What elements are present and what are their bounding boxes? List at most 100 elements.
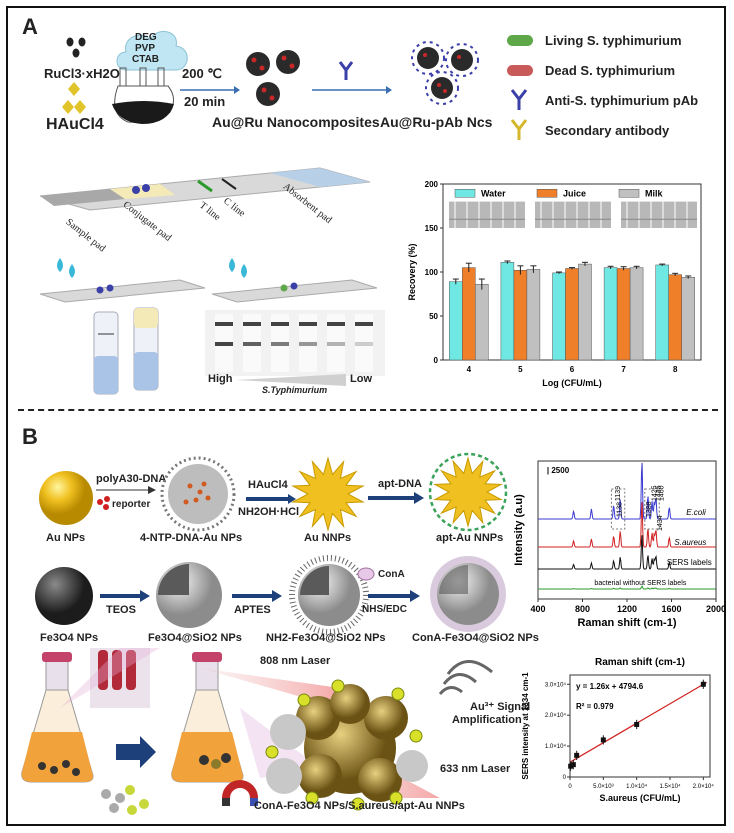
raman-series-label: SERS labels	[667, 558, 712, 567]
bar-x-axis-label: Log (CFU/mL)	[542, 378, 601, 388]
raman-peak-label: 1138	[617, 502, 624, 517]
raman-scale-bar: | 2500	[547, 466, 570, 475]
label-nh2-fe3o4: NH2-Fe3O4@SiO2 NPs	[266, 632, 386, 644]
bar-juice	[513, 269, 528, 361]
gradient-low-label: Low	[350, 373, 372, 385]
gradient-strips-image	[205, 310, 385, 376]
calib-point	[700, 681, 706, 687]
raman-x-tick-label: 800	[575, 604, 590, 614]
calib-x-tick-label: 2.0×10⁴	[693, 783, 715, 790]
secondary-antibody-icon	[510, 119, 528, 140]
raman-series-label: S.aureus	[674, 538, 706, 547]
calib-x-tick-label: 0	[568, 784, 572, 790]
calib-title: Raman shift (cm-1)	[595, 657, 685, 668]
raman-series-0	[538, 462, 716, 520]
bar-water	[603, 267, 618, 361]
ntp-dna-au-np-icon	[160, 456, 236, 532]
synthesis-arrow	[180, 86, 240, 94]
raman-series-2	[538, 535, 716, 570]
pab-legend-icon	[510, 89, 528, 110]
gradient-strip-c-line	[355, 322, 373, 326]
gradient-strip	[355, 314, 373, 372]
calib-x-tick-label: 5.0×10³	[593, 784, 614, 790]
au-ru-pab-icon	[411, 41, 479, 105]
ru-reagent-label: RuCl3·xH2O	[44, 66, 120, 81]
raman-peak-label: 1434	[657, 515, 664, 531]
bar-water	[449, 281, 463, 361]
calib-y-tick-label: 2.0×10⁴	[545, 712, 567, 719]
legend-pab: Anti-S. typhimurium pAb	[545, 93, 699, 108]
cona-fe3o4-sio2-sphere	[430, 556, 506, 632]
label-signal-line1: Au³⁺ Signal	[470, 701, 531, 713]
label-signal-line2: Amplification	[452, 714, 522, 726]
gradient-strip-t-line	[355, 342, 373, 346]
raman-peak-label: 1425	[652, 485, 659, 501]
raman-x-axis-label: Raman shift (cm-1)	[577, 617, 676, 629]
label-cona-fe3o4: ConA-Fe3O4@SiO2 NPs	[412, 632, 539, 644]
fe3o4-np-sphere	[35, 567, 93, 625]
bar-y-axis-label: Recovery (%)	[407, 243, 417, 300]
bar-juice	[565, 268, 579, 361]
gradient-high-label: High	[208, 373, 233, 385]
bar-x-tick-label: 4	[467, 365, 472, 374]
calib-r2: R² = 0.979	[576, 702, 614, 711]
cloud-deg: DEG	[135, 32, 157, 43]
reporter-molecules-icon	[96, 486, 156, 510]
legend-dead: Dead S. typhimurium	[545, 63, 676, 78]
strip-cassettes-icon	[93, 307, 159, 395]
label-complex: ConA-Fe3O4 NPs/S.aureus/apt-Au NNPs	[254, 800, 465, 812]
au-np-sphere	[39, 471, 93, 525]
product-au-ru-label: Au@Ru Nanocomposites	[212, 114, 380, 130]
au-reagent-label: HAuCl4	[46, 116, 104, 133]
label-au-nps: Au NPs	[46, 532, 86, 544]
test-strip-diagram	[39, 167, 371, 211]
bar-y-tick-label: 50	[429, 312, 438, 321]
raman-y-axis-label: Intensity (a.u)	[513, 494, 525, 566]
label-ntp-dna-au: 4-NTP-DNA-Au NPs	[140, 532, 243, 544]
raman-plot-area	[537, 460, 717, 600]
bar-y-tick-label: 0	[434, 356, 439, 365]
bar-milk	[681, 277, 695, 361]
calib-x-tick-label: 1.0×10⁴	[626, 783, 648, 790]
calib-plot-area	[569, 674, 711, 778]
fe3o4-sio2-sphere	[156, 562, 222, 628]
au-precursor-icon	[62, 82, 86, 114]
cona-arrow	[368, 590, 420, 602]
legend-living: Living S. typhimurium	[545, 33, 682, 48]
bar-x-tick-label: 7	[621, 365, 626, 374]
living-bacteria-icon	[507, 35, 533, 46]
gradient-wedge	[236, 374, 346, 386]
gradient-strip	[327, 314, 345, 372]
bar-strip-image	[621, 201, 697, 228]
gradient-strip-c-line	[243, 322, 261, 326]
bar-legend-label: Juice	[563, 188, 586, 198]
teos-arrow	[100, 590, 150, 602]
bar-juice	[462, 267, 476, 361]
panel-divider	[18, 409, 718, 411]
product-pab-label: Au@Ru-pAb Ncs	[380, 114, 493, 130]
gradient-strip-t-line	[243, 342, 261, 346]
dead-bacteria-icon	[507, 65, 533, 76]
growth-arrow	[246, 494, 296, 504]
bar-y-tick-label: 200	[425, 180, 439, 189]
bar-juice	[668, 274, 682, 361]
cloud-ctab: CTAB	[132, 54, 160, 65]
panel-b-label: B	[22, 424, 38, 449]
calib-x-tick-label: 1.5×10⁴	[659, 783, 681, 790]
aptamer-arrow	[368, 492, 424, 504]
cloud-pvp: PVP	[135, 43, 156, 54]
bar-y-tick-label: 150	[425, 224, 439, 233]
raman-x-tick-label: 400	[530, 604, 545, 614]
raman-peak-label: 1445	[655, 485, 662, 501]
bar-legend-label: Milk	[645, 188, 663, 198]
raman-peak-label: 1460	[658, 485, 665, 501]
bar-water	[552, 272, 566, 361]
label-fe3o4-sio2: Fe3O4@SiO2 NPs	[148, 632, 242, 644]
calibration-chart: Raman shift (cm-1) 0 5.0×10³ 1.0×10⁴ 1.5×10⁴…	[521, 657, 715, 803]
sample-loading-strip	[39, 258, 206, 303]
bar-juice	[616, 268, 631, 361]
bar-x-tick-label: 5	[518, 365, 523, 374]
raman-series-label: bacterial without SERS labels	[594, 580, 686, 587]
calib-y-axis-label: SERS intensity at 1334 cm-1	[521, 672, 530, 780]
calib-y-tick-label: 3.0×10⁴	[545, 681, 567, 688]
